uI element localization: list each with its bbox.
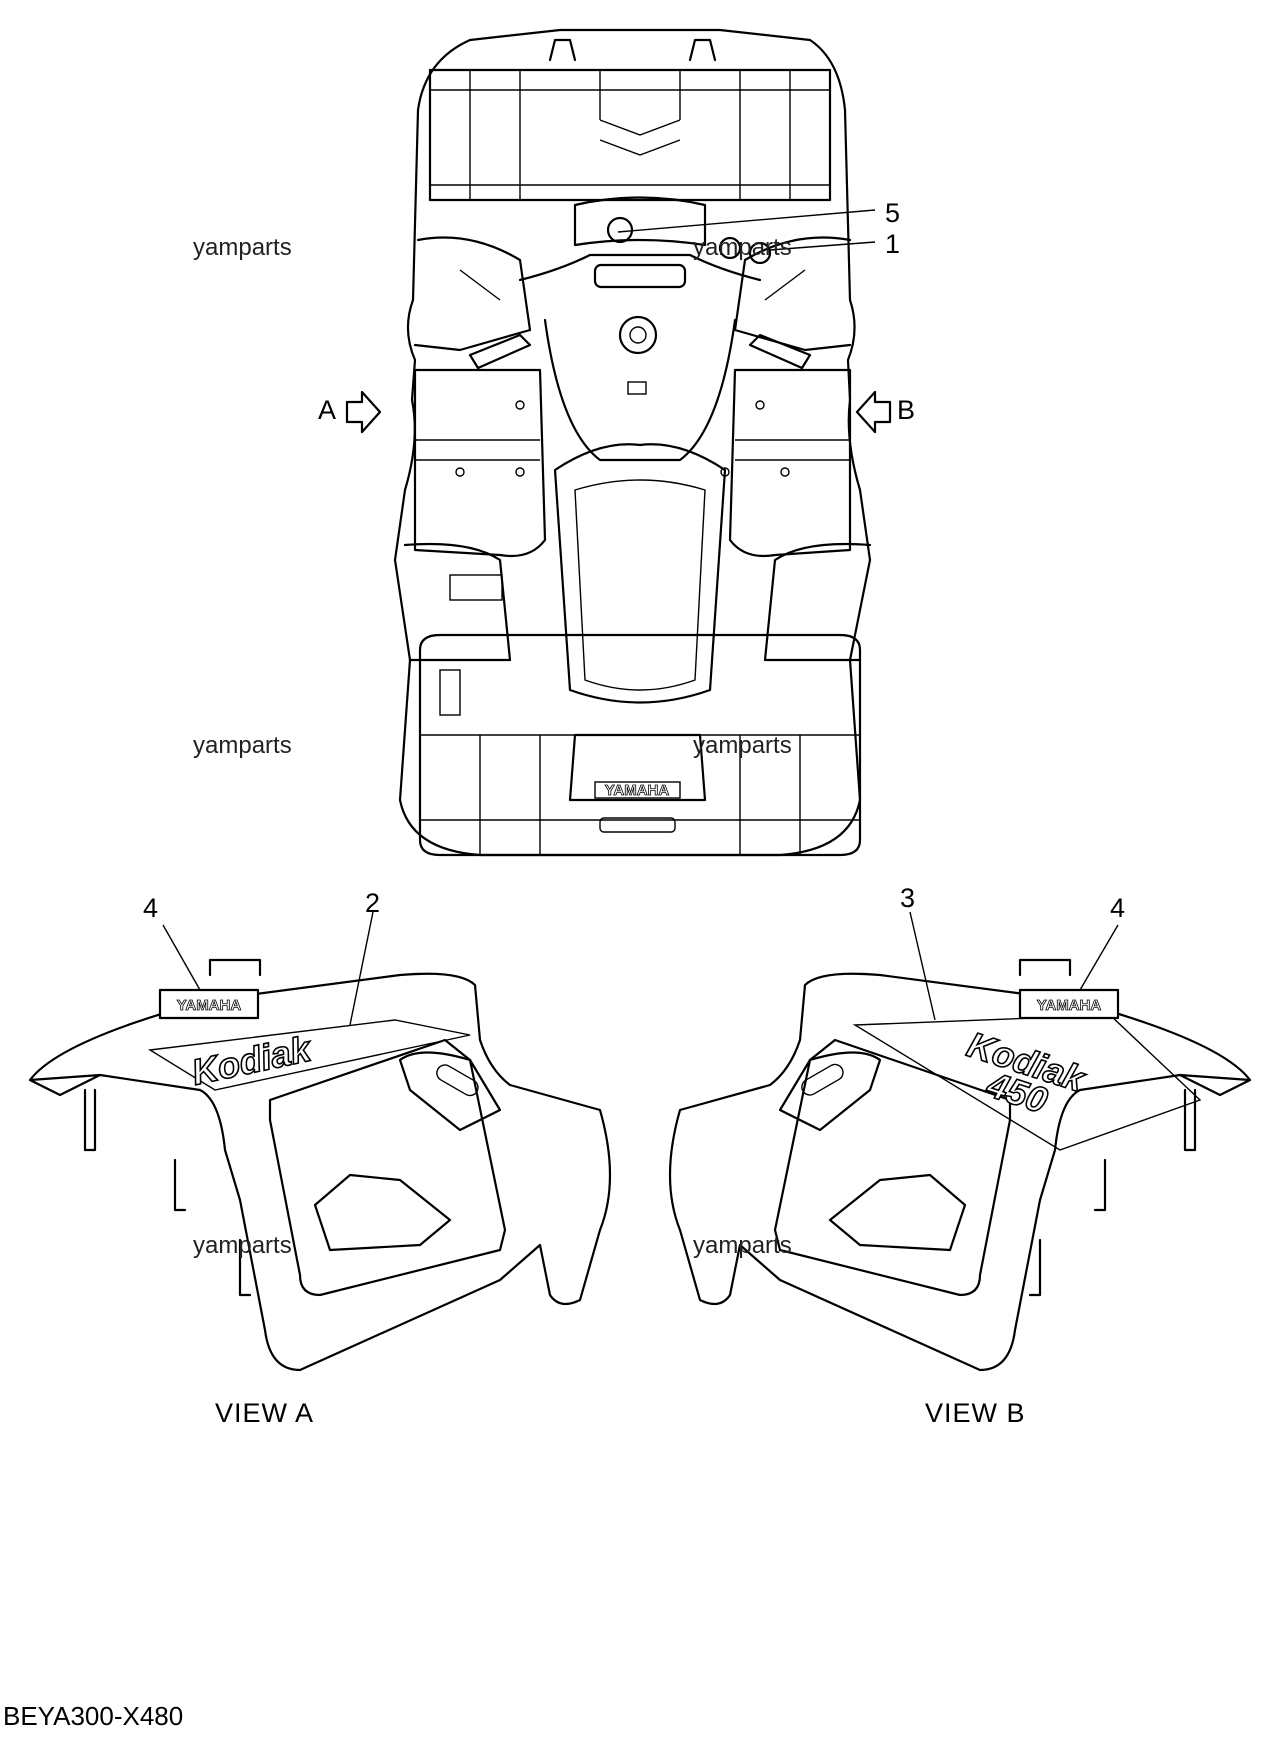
- callout-3: 3: [900, 883, 915, 913]
- view-arrow-b: B: [855, 390, 915, 434]
- leader-1: [769, 241, 876, 251]
- leader-5: [617, 209, 876, 233]
- view-a-fender: Kodiak YAMAHA: [28, 958, 612, 1372]
- callout-4-left: 4: [143, 893, 158, 923]
- atv-top-view: YAMAHA: [393, 28, 872, 857]
- watermark: yamparts: [693, 732, 792, 759]
- callout-4-right: 4: [1110, 893, 1125, 923]
- watermark: yamparts: [693, 234, 792, 261]
- callout-1: 1: [885, 229, 900, 259]
- leader-2: [349, 911, 374, 1026]
- leader-4-left: [162, 924, 201, 991]
- watermark: yamparts: [693, 1232, 792, 1259]
- leader-3: [909, 911, 936, 1021]
- figure-code: BEYA300-X480: [3, 1701, 183, 1731]
- yamaha-badge-right: YAMAHA: [1037, 997, 1102, 1014]
- watermark: yamparts: [193, 1232, 292, 1259]
- rear-yamaha-logo: YAMAHA: [605, 782, 670, 799]
- svg-text:A: A: [318, 395, 336, 425]
- caption-view-a: VIEW A: [215, 1398, 314, 1428]
- view-arrow-a: A: [318, 390, 382, 434]
- svg-text:B: B: [897, 395, 915, 425]
- yamaha-badge-left: YAMAHA: [177, 997, 242, 1014]
- caption-view-b: VIEW B: [925, 1398, 1026, 1428]
- watermark: yamparts: [193, 732, 292, 759]
- watermark: yamparts: [193, 234, 292, 261]
- leader-4-right: [1079, 924, 1119, 991]
- callout-2: 2: [365, 888, 380, 918]
- callout-5: 5: [885, 198, 900, 228]
- view-b-fender: Kodiak 450 YAMAHA: [668, 958, 1252, 1372]
